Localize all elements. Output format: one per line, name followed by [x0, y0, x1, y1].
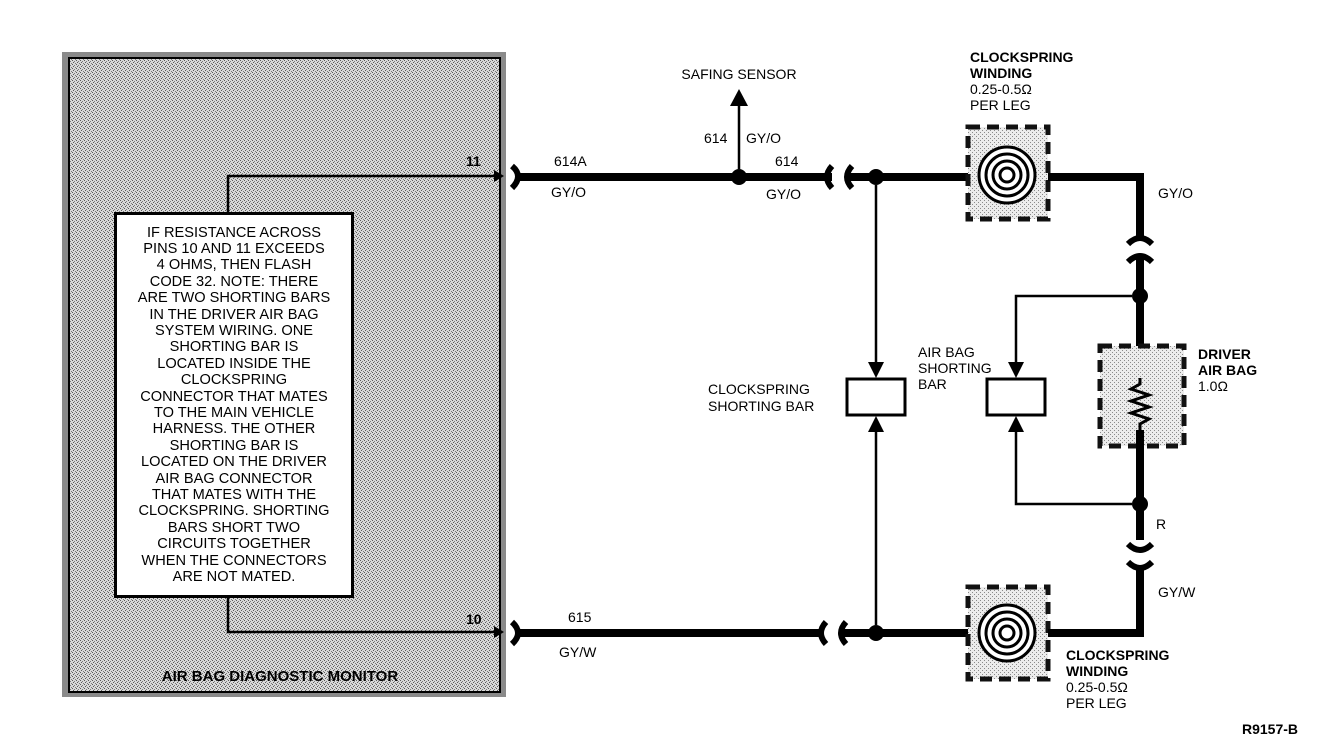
top-circuit-614: 614A GY/O 614 GY/O 614 GY/O SAFING SENSO… [509, 66, 980, 202]
clockspring-bottom-label-2: WINDING [1066, 663, 1128, 679]
airbag-shorting-bar-label-3: BAR [918, 376, 947, 392]
clockspring-winding-bottom: CLOCKSPRING WINDING 0.25-0.5Ω PER LEG [965, 584, 1170, 711]
clockspring-top-label-3: 0.25-0.5Ω [970, 81, 1032, 97]
wire-614-color: GY/O [766, 186, 801, 202]
wire-614-safing-color: GY/O [746, 130, 781, 146]
arrow-up-icon [730, 89, 748, 106]
airbag-shorting-bar-label-1: AIR BAG [918, 344, 975, 360]
driver-airbag-label-1: DRIVER [1198, 346, 1251, 362]
wire-right-top-color: GY/O [1158, 185, 1193, 201]
module-name-label: AIR BAG DIAGNOSTIC MONITOR [162, 668, 399, 685]
bottom-circuit-615: 615 GY/W [509, 609, 980, 660]
splice-airbag-top [1132, 288, 1148, 304]
arrow-up-icon [868, 416, 884, 432]
figure-id: R9157-B [1242, 721, 1298, 737]
wire-airbag-return-color: R [1156, 516, 1166, 532]
splice-airbag-bottom [1132, 496, 1148, 512]
clockspring-top-label-4: PER LEG [970, 97, 1031, 113]
clockspring-shorting-bar: CLOCKSPRING SHORTING BAR [708, 185, 907, 625]
clockspring-bottom-label-4: PER LEG [1066, 695, 1127, 711]
clockspring-bottom-label-3: 0.25-0.5Ω [1066, 679, 1128, 695]
clockspring-top-label-1: CLOCKSPRING [970, 49, 1074, 65]
driver-airbag-label-3: 1.0Ω [1198, 378, 1228, 394]
splice-top-shorting [868, 169, 884, 185]
wire-right-bottom-color: GY/W [1158, 584, 1196, 600]
clockspring-shorting-bar-label-1: CLOCKSPRING [708, 381, 810, 397]
connector-615 [509, 619, 521, 647]
arrow-up-icon [1008, 416, 1024, 432]
wire-615-label: 615 [568, 609, 592, 625]
connector-airbag-bottom [1125, 541, 1155, 553]
splice-safing [731, 169, 747, 185]
arrow-down-icon [1008, 362, 1024, 378]
pin-10-label: 10 [466, 611, 482, 627]
wire-614-safing-label: 614 [704, 130, 728, 146]
wire-615-color: GY/W [559, 644, 597, 660]
airbag-shorting-bar-box [985, 377, 1047, 417]
safing-sensor-label: SAFING SENSOR [681, 66, 796, 82]
wire-614a-label: 614A [554, 153, 587, 169]
resistor-icon [1126, 378, 1154, 432]
resistance-note-text: IF RESISTANCE ACROSS PINS 10 AND 11 EXCE… [137, 224, 331, 586]
clockspring-shorting-bar-label-2: SHORTING BAR [708, 398, 814, 414]
connector-airbag-top [1125, 235, 1155, 247]
wire-614-label: 614 [775, 153, 799, 169]
driver-airbag-circuit: GY/O R GY/W AIR BAG SHORTING BAR DRIVER … [918, 173, 1257, 637]
airbag-shorting-bar-label-2: SHORTING [918, 360, 992, 376]
clockspring-bottom-label-1: CLOCKSPRING [1066, 647, 1170, 663]
clockspring-winding-top: CLOCKSPRING WINDING 0.25-0.5Ω PER LEG [965, 49, 1074, 222]
clockspring-top-label-2: WINDING [970, 65, 1032, 81]
arrow-down-icon [868, 362, 884, 378]
connector-clockspring-top [824, 163, 835, 191]
wire-614a-color: GY/O [551, 184, 586, 200]
splice-bottom-shorting [868, 625, 884, 641]
clockspring-shorting-bar-box [845, 377, 907, 417]
resistance-note-box: IF RESISTANCE ACROSS PINS 10 AND 11 EXCE… [114, 212, 354, 598]
pin-11-label: 11 [466, 153, 481, 169]
driver-airbag-label-2: AIR BAG [1198, 362, 1257, 378]
connector-614a [509, 163, 521, 191]
connector-clockspring-bottom [818, 619, 829, 647]
